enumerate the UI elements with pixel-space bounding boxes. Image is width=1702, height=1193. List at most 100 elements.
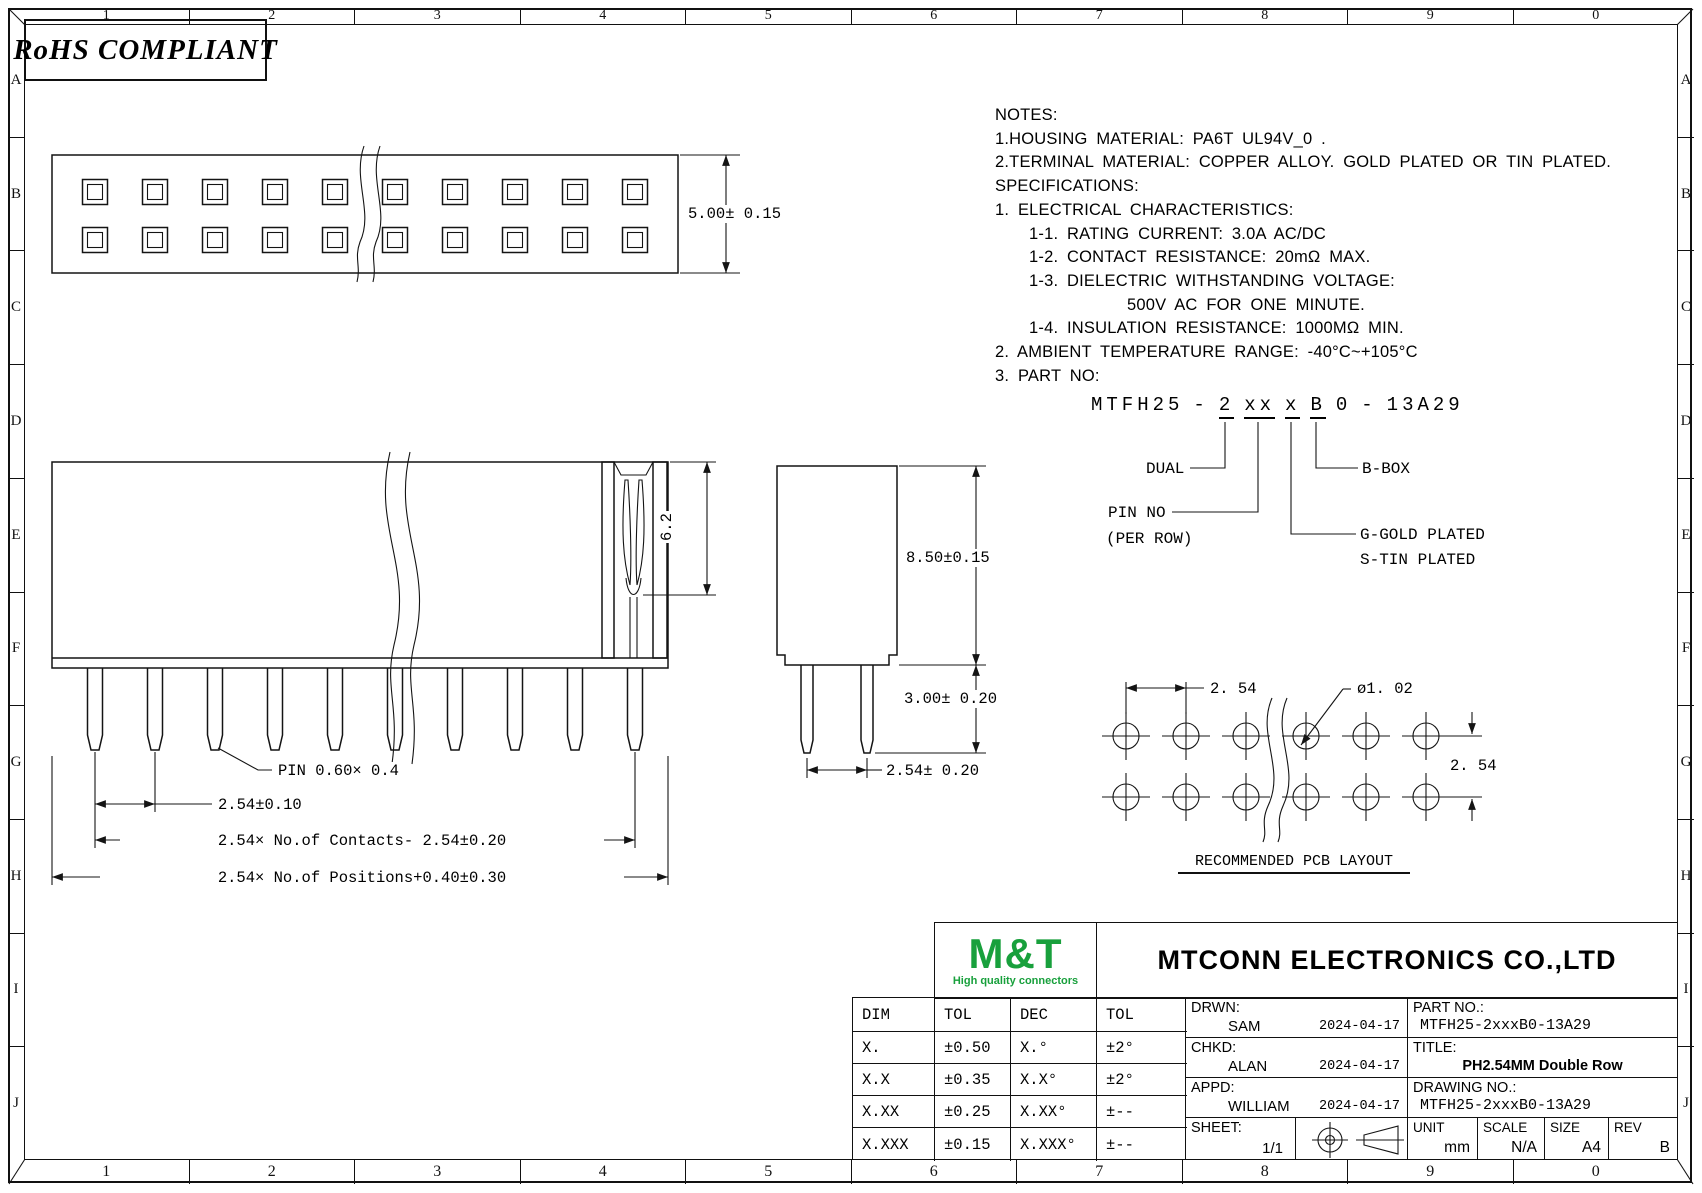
- tol-header: TOL: [1097, 998, 1187, 1032]
- part-number-code: MTFH25 - 2 xx x B 0 - 13A29: [1091, 394, 1464, 419]
- grid-col-label: 5: [686, 1160, 852, 1184]
- notes-line: 2.TERMINAL MATERIAL: COPPER ALLOY. GOLD …: [995, 153, 1612, 172]
- grid-row-label: E: [8, 479, 24, 593]
- grid-col-label: 8: [1183, 8, 1348, 24]
- chkd-name: ALAN: [1228, 1058, 1268, 1075]
- appd-date: 2024-04-17: [1318, 1099, 1400, 1114]
- drawing-no-value: MTFH25-2xxxB0-13A29: [1420, 1097, 1592, 1114]
- rohs-compliant-badge: RoHS COMPLIANT: [13, 19, 277, 81]
- grid-row-label: H: [8, 820, 24, 934]
- pn-pin-count: xx: [1244, 394, 1276, 419]
- dim-body-height: 8.50±0.15: [904, 549, 992, 567]
- size-label: SIZE: [1550, 1120, 1581, 1135]
- pn-suffix: 13A29: [1386, 394, 1464, 416]
- grid-col-label: 0: [1592, 8, 1600, 23]
- tol-cell: X.°: [1011, 1032, 1097, 1064]
- grid-row-label: G: [8, 706, 24, 820]
- notes-line: 3. PART NO:: [995, 366, 1100, 385]
- unit-label: UNIT: [1413, 1120, 1445, 1135]
- pcb-layout-geometry: [1101, 682, 1482, 843]
- pn-label-gold: G-GOLD PLATED: [1360, 526, 1485, 544]
- pn-label-b-box: B-BOX: [1362, 460, 1411, 478]
- grid-row-label: J: [13, 1095, 19, 1112]
- grid-col-label: 2: [190, 1160, 355, 1184]
- grid-col-label: 0: [1591, 1163, 1600, 1180]
- drwn-name: SAM: [1228, 1018, 1261, 1035]
- appd-name: WILLIAM: [1228, 1098, 1290, 1115]
- pn-prefix: MTFH25: [1091, 394, 1184, 416]
- tol-cell: ±2°: [1097, 1064, 1187, 1096]
- break-line: [1262, 697, 1275, 843]
- grid-col-label: 1: [24, 1160, 190, 1184]
- tol-cell: ±0.50: [935, 1032, 1011, 1064]
- notes-line: 1-4. INSULATION RESISTANCE: 1000MΩ MIN.: [1029, 319, 1404, 338]
- grid-col-label: 9: [1348, 8, 1514, 24]
- tol-header: TOL: [935, 998, 1011, 1032]
- outer-border: [8, 8, 1692, 1183]
- grid-col-label: 5: [686, 8, 852, 24]
- dim-contacts-span: 2.54× No.of Contacts- 2.54±0.20: [120, 832, 604, 850]
- grid-columns-bottom: 1 2 3 4 5 6 7 8 9 0: [24, 1160, 1678, 1184]
- grid-col-label: 1: [24, 8, 190, 24]
- grid-row-label: C: [8, 251, 24, 366]
- grid-col-label: 6: [852, 8, 1017, 24]
- dim-positions-span: 2.54× No.of Positions+0.40±0.30: [100, 869, 624, 887]
- tol-cell: ±--: [1106, 1135, 1134, 1154]
- dim-pin-size: PIN 0.60× 0.4: [276, 762, 401, 780]
- sheet-cell: SHEET: 1/1: [1186, 1118, 1296, 1159]
- rev-value: B: [1659, 1139, 1670, 1156]
- grid-rows-left: A B C D E F G H I J: [8, 24, 24, 1160]
- grid-row-label: I: [8, 934, 24, 1048]
- logo-text: M&T: [968, 930, 1063, 977]
- grid-row-label: C: [1678, 251, 1694, 366]
- tol-cell: ±0.15: [935, 1128, 1011, 1161]
- notes-line: 1-3. DIELECTRIC WITHSTANDING VOLTAGE:: [1029, 271, 1395, 290]
- appd-label: APPD:: [1191, 1080, 1235, 1096]
- pcb-layout-caption: RECOMMENDED PCB LAYOUT: [1178, 853, 1410, 874]
- pn-dash: -: [1193, 394, 1209, 416]
- sheet-value: 1/1: [1262, 1140, 1283, 1157]
- pn-label-per-row: (PER ROW): [1106, 530, 1193, 548]
- notes-line: 1-2. CONTACT RESISTANCE: 20mΩ MAX.: [1029, 248, 1371, 267]
- grid-col-label: 3: [355, 8, 521, 24]
- tol-cell: X.XXX°: [1011, 1128, 1097, 1161]
- grid-rows-right: A B C D E F G H I J: [1678, 24, 1694, 1160]
- tol-cell: X.XXX: [853, 1128, 935, 1161]
- dim-pcb-pitch-h: 2. 54: [1208, 680, 1259, 698]
- sheet-label: SHEET:: [1191, 1120, 1242, 1136]
- dim-pcb-pitch-v: 2. 54: [1448, 757, 1499, 775]
- scale-label: SCALE: [1483, 1120, 1528, 1135]
- grid-row-label: D: [8, 365, 24, 479]
- identification-block: PART NO.: MTFH25-2xxxB0-13A29 TITLE: PH2…: [1408, 997, 1678, 1160]
- drwn-label: DRWN:: [1191, 1000, 1240, 1016]
- grid-row-label: D: [1678, 365, 1694, 479]
- dim-front-height: 5.00± 0.15: [686, 205, 784, 223]
- grid-col-label: 4: [521, 1160, 686, 1184]
- break-line: [356, 145, 366, 283]
- tol-cell: X.XX: [853, 1096, 935, 1128]
- dim-pin-length: 3.00± 0.20: [902, 690, 1000, 708]
- part-no-row: PART NO.: MTFH25-2xxxB0-13A29: [1408, 998, 1677, 1038]
- grid-col-label: 9: [1348, 1160, 1514, 1184]
- notes-line: 1. ELECTRICAL CHARACTERISTICS:: [995, 200, 1294, 219]
- pn-zero: 0: [1335, 394, 1352, 416]
- grid-col-label: 2: [190, 8, 355, 24]
- grid-row-label: B: [1678, 138, 1694, 252]
- tol-header: DEC: [1011, 998, 1097, 1032]
- grid-row-label: F: [8, 593, 24, 707]
- end-view-geometry: [776, 465, 986, 778]
- company-logo: M&T High quality connectors: [935, 923, 1097, 998]
- unit-cell: UNIT mm: [1408, 1118, 1478, 1159]
- grid-row-label: A: [1678, 24, 1694, 138]
- size-cell: SIZE A4: [1545, 1118, 1609, 1159]
- pn-plating: x: [1285, 394, 1301, 419]
- tolerance-table: DIM TOL DEC TOL X. ±0.50 X.° ±2° X.X ±0.…: [852, 997, 1187, 1161]
- dim-row-pitch: 2.54± 0.20: [884, 762, 982, 780]
- tol-cell: X.: [853, 1032, 935, 1064]
- pn-label-pin-no: PIN NO: [1108, 504, 1166, 522]
- drawing-no-row: DRAWING NO.: MTFH25-2xxxB0-13A29: [1408, 1078, 1677, 1118]
- pn-label-dual: DUAL: [1146, 460, 1185, 478]
- projection-symbol-icon: [1312, 1122, 1404, 1158]
- notes-line: 1-1. RATING CURRENT: 3.0A AC/DC: [1029, 224, 1326, 243]
- notes-line: SPECIFICATIONS:: [995, 177, 1139, 196]
